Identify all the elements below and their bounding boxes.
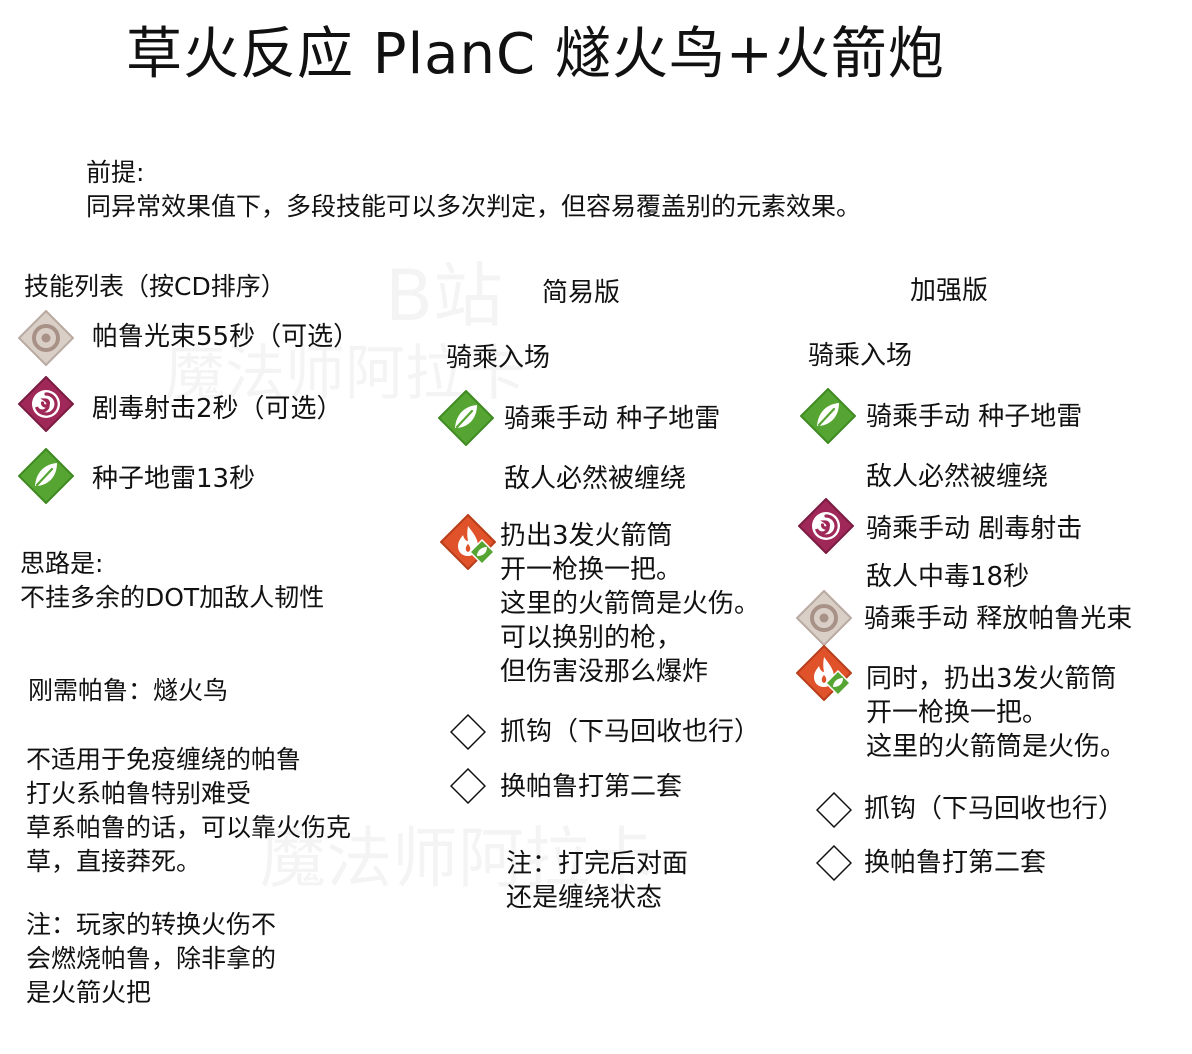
target-icon — [18, 310, 74, 366]
premise-text: 同异常效果值下，多段技能可以多次判定，但容易覆盖别的元素效果。 — [86, 192, 862, 221]
enhanced-step-poison-note: 敌人中毒18秒 — [866, 562, 1030, 592]
simple-step-mount: 骑乘入场 — [446, 343, 551, 373]
skill-item-pal-beam: 帕鲁光束55秒（可选） — [92, 322, 360, 352]
simple-step-rocket: 扔出3发火箭筒 开一枪换一把。 这里的火箭筒是火伤。 可以换别的枪， 但伤害没那… — [500, 521, 761, 687]
page-title: 草火反应 PlanC 燧火鸟+火箭炮 — [126, 22, 945, 87]
simple-step-seed-mine-note: 敌人必然被缠绕 — [504, 464, 687, 494]
enhanced-step-poison-shot: 骑乘手动 剧毒射击 — [866, 514, 1083, 544]
simple-step-grapple: 抓钩（下马回收也行） — [500, 717, 761, 747]
step-diamond-icon — [816, 845, 852, 881]
enhanced-header: 加强版 — [910, 276, 989, 306]
fire-grass-icon — [440, 514, 496, 570]
simple-step-seed-mine: 骑乘手动 种子地雷 — [504, 404, 721, 434]
enhanced-step-seed-mine-note: 敌人必然被缠绕 — [866, 462, 1049, 492]
pal-footnote: 注：玩家的转换火伤不 会燃烧帕鲁，除非拿的 是火箭火把 — [26, 910, 277, 1007]
enhanced-step-rocket: 同时，扔出3发火箭筒 开一枪换一把。 这里的火箭筒是火伤。 — [866, 664, 1127, 762]
simple-step-switch-pal: 换帕鲁打第二套 — [500, 772, 683, 802]
target-icon — [796, 590, 852, 646]
skill-item-poison-shot: 剧毒射击2秒（可选） — [92, 394, 343, 424]
enhanced-step-pal-beam: 骑乘手动 释放帕鲁光束 — [864, 604, 1133, 634]
simple-note: 注：打完后对面 还是缠绕状态 — [506, 849, 689, 913]
step-diamond-icon — [450, 714, 486, 750]
pal-notes: 不适用于免疫缠绕的帕鲁 打火系帕鲁特别难受 草系帕鲁的话，可以靠火伤克 草，直接… — [26, 745, 352, 876]
poison-swirl-icon — [18, 376, 74, 432]
leaf-icon — [18, 448, 74, 504]
enhanced-step-switch-pal: 换帕鲁打第二套 — [864, 848, 1047, 878]
pal-label: 刚需帕鲁：燧火鸟 — [28, 676, 229, 705]
premise-label: 前提: — [86, 158, 145, 187]
step-diamond-icon — [816, 792, 852, 828]
fire-grass-icon — [796, 645, 852, 701]
simple-header: 简易版 — [542, 278, 621, 308]
idea-label: 思路是: — [20, 549, 104, 578]
step-diamond-icon — [450, 768, 486, 804]
enhanced-step-mount: 骑乘入场 — [808, 341, 913, 371]
poison-swirl-icon — [798, 498, 854, 554]
watermark-site: B站 — [385, 240, 503, 341]
idea-text: 不挂多余的DOT加敌人韧性 — [20, 583, 325, 612]
enhanced-step-seed-mine: 骑乘手动 种子地雷 — [866, 402, 1083, 432]
leaf-icon — [800, 388, 856, 444]
skill-item-seed-mine: 种子地雷13秒 — [92, 464, 256, 494]
leaf-icon — [438, 390, 494, 446]
enhanced-step-grapple: 抓钩（下马回收也行） — [864, 794, 1125, 824]
skills-header: 技能列表（按CD排序） — [24, 272, 286, 301]
